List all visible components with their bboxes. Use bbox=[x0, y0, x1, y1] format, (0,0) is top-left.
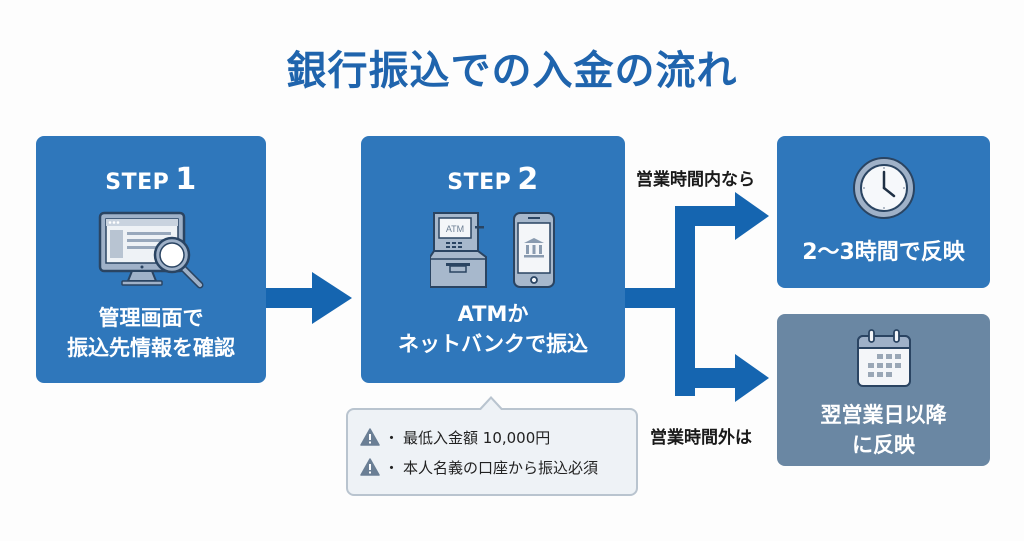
step2-description: ATMか ネットバンクで振込 bbox=[397, 302, 589, 356]
step1-card: STEP 1 管理画面で bbox=[36, 136, 266, 383]
calendar-icon bbox=[854, 328, 914, 394]
step2-card: STEP 2 ATM bbox=[361, 136, 625, 383]
clock-icon bbox=[852, 156, 916, 224]
atm-icon: ATM bbox=[430, 212, 487, 288]
warning-icon bbox=[360, 458, 380, 476]
smartphone-bank-icon bbox=[513, 212, 555, 288]
result-card-outside-hours: 翌営業日以降 に反映 bbox=[777, 314, 990, 466]
note-item: ・ 最低入金額 10,000円 bbox=[360, 422, 636, 452]
step1-number: 1 bbox=[175, 162, 197, 197]
note-item: ・ 本人名義の口座から振込必須 bbox=[360, 452, 636, 482]
step1-description: 管理画面で 振込先情報を確認 bbox=[67, 306, 235, 360]
branch-label-outside-hours: 営業時間外は bbox=[650, 428, 752, 448]
result-outside-hours-text: 翌営業日以降 に反映 bbox=[820, 403, 947, 457]
diagram-title: 銀行振込での入金の流れ bbox=[286, 48, 738, 94]
monitor-search-icon bbox=[96, 211, 206, 295]
result-inside-hours-text: 2〜3時間で反映 bbox=[802, 240, 965, 265]
arrow-head-outside-hours bbox=[735, 354, 769, 402]
warning-icon bbox=[360, 428, 380, 446]
note-min-deposit: 最低入金額 10,000円 bbox=[403, 428, 551, 447]
arrow-head-inside-hours bbox=[735, 192, 769, 240]
atm-screen-label: ATM bbox=[446, 224, 464, 234]
arrow-step1-to-step2 bbox=[266, 272, 352, 324]
result-card-inside-hours: 2〜3時間で反映 bbox=[777, 136, 990, 288]
note-own-account: 本人名義の口座から振込必須 bbox=[403, 458, 599, 477]
step2-label: STEP 2 bbox=[447, 162, 538, 197]
arrow-branch bbox=[625, 192, 769, 402]
step2-icons: ATM bbox=[430, 211, 556, 289]
notes-callout: ・ 最低入金額 10,000円 ・ 本人名義の口座から振込必須 bbox=[346, 396, 638, 496]
branch-label-inside-hours: 営業時間内なら bbox=[636, 170, 755, 190]
step2-word: STEP bbox=[447, 170, 512, 195]
step1-label: STEP 1 bbox=[105, 162, 196, 197]
step1-word: STEP bbox=[105, 170, 170, 195]
step2-number: 2 bbox=[517, 162, 539, 197]
